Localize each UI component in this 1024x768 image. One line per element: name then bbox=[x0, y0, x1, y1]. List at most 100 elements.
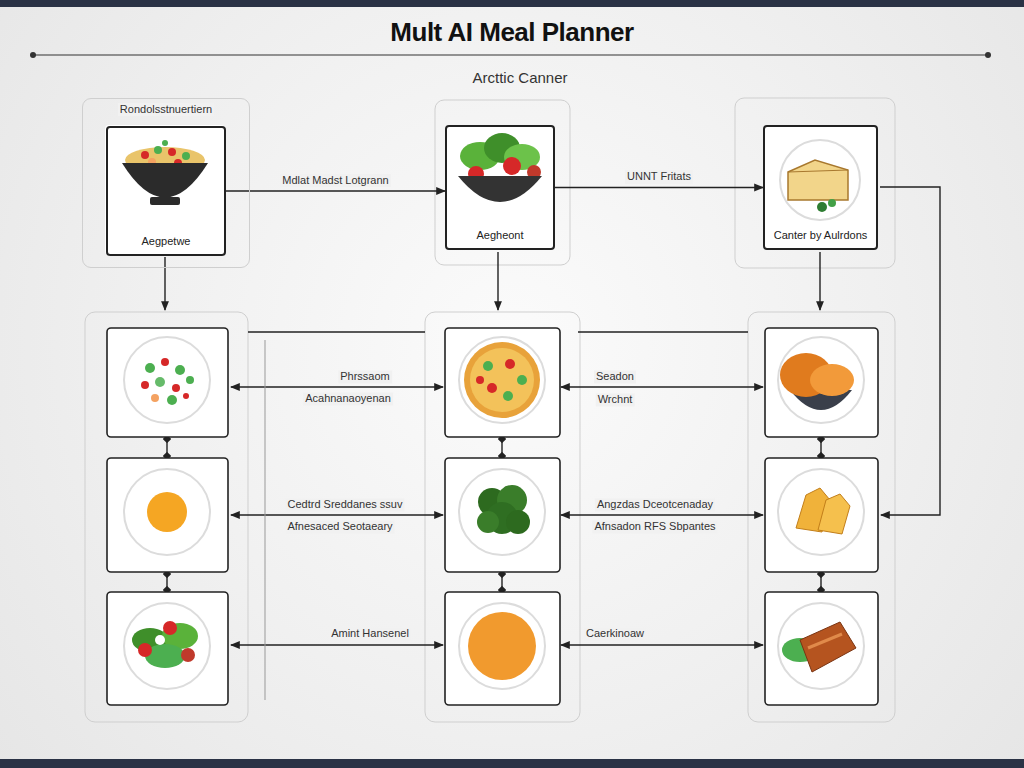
bowl-illustration bbox=[162, 140, 168, 146]
mixed-vegetables bbox=[175, 365, 185, 375]
flow-label: Cedtrd Sreddanes ssuv bbox=[286, 498, 405, 511]
plate bbox=[124, 469, 210, 555]
plate bbox=[780, 140, 860, 220]
cheese-illustration bbox=[788, 160, 848, 200]
flow-connector bbox=[555, 187, 763, 188]
pizza bbox=[505, 359, 515, 369]
flow-line bbox=[497, 252, 498, 310]
food-box bbox=[107, 328, 228, 437]
top-bar bbox=[0, 759, 1024, 768]
flow-line bbox=[166, 574, 167, 590]
flow-line bbox=[819, 252, 820, 310]
plate bbox=[459, 603, 545, 689]
broccoli bbox=[477, 511, 499, 533]
node-text: Aegpetwe bbox=[140, 235, 193, 248]
bowl-illustration bbox=[154, 146, 162, 154]
flow-line bbox=[231, 514, 443, 515]
bowl-illustration bbox=[122, 140, 208, 205]
food-box bbox=[107, 592, 228, 705]
mixed-vegetables bbox=[151, 394, 159, 402]
flow-line bbox=[578, 331, 748, 332]
group-panel bbox=[425, 312, 580, 722]
plate bbox=[124, 337, 210, 423]
food-box bbox=[765, 328, 878, 437]
box-ground bbox=[105, 125, 225, 255]
food-box bbox=[107, 458, 228, 572]
salad-bowl-illustration bbox=[458, 176, 542, 202]
mixed-vegetables bbox=[145, 363, 155, 373]
roast-meat bbox=[800, 622, 856, 672]
soup bbox=[468, 612, 536, 680]
box-ground bbox=[445, 125, 555, 250]
title-text: Mult AI Meal Planner bbox=[390, 17, 633, 47]
subtitle: Arcttic Canner bbox=[470, 69, 569, 87]
food-box bbox=[445, 592, 560, 705]
connector-label: UNNT Fritats bbox=[625, 170, 693, 183]
title-rule bbox=[985, 52, 991, 58]
salad bbox=[155, 635, 165, 645]
broccoli bbox=[477, 485, 530, 534]
bowl-illustration bbox=[182, 152, 190, 160]
connector-label: Mdlat Madst Lotgrann bbox=[280, 174, 390, 187]
flow-label: Wrchnt bbox=[596, 393, 635, 406]
soup bbox=[468, 612, 536, 680]
flow-label: Afnsadon RFS Sbpantes bbox=[592, 520, 717, 533]
bread-bowl bbox=[780, 353, 854, 410]
box-ground bbox=[763, 125, 878, 250]
pizza bbox=[487, 383, 497, 393]
meal-box: Aegpetwe bbox=[106, 126, 226, 256]
pizza bbox=[464, 342, 540, 418]
food-box bbox=[445, 458, 560, 572]
bowl-illustration bbox=[150, 197, 180, 205]
group-panel bbox=[735, 98, 895, 268]
flow-line bbox=[501, 574, 502, 590]
node-text: Rondolsstnuertiern bbox=[118, 103, 214, 116]
salad bbox=[163, 621, 177, 635]
flow-line bbox=[231, 644, 443, 645]
salad bbox=[132, 621, 198, 668]
flow-line bbox=[561, 514, 763, 515]
flow-line bbox=[820, 574, 821, 590]
salad-bowl-illustration bbox=[458, 133, 542, 202]
box-ground bbox=[105, 125, 878, 255]
group-panel bbox=[748, 312, 895, 722]
flow-line bbox=[248, 331, 425, 332]
plate bbox=[778, 337, 864, 423]
bowl-illustration bbox=[141, 151, 149, 159]
group-panel bbox=[85, 98, 895, 722]
salad-bowl-illustration bbox=[503, 157, 521, 175]
flow-connector bbox=[226, 190, 445, 191]
mixed-vegetables bbox=[141, 381, 149, 389]
plate bbox=[459, 469, 545, 555]
toast bbox=[818, 494, 850, 534]
plate bbox=[124, 603, 210, 689]
flow-line bbox=[820, 439, 821, 456]
pizza bbox=[503, 391, 513, 401]
cheese-illustration bbox=[828, 199, 836, 207]
mixed-vegetables bbox=[161, 358, 169, 366]
egg-yolk bbox=[147, 492, 187, 532]
pizza bbox=[464, 342, 540, 418]
flow-label: Phrssaom bbox=[338, 370, 392, 383]
salad bbox=[138, 643, 152, 657]
broccoli bbox=[506, 510, 530, 534]
mixed-vegetables bbox=[186, 376, 194, 384]
flow-line bbox=[561, 644, 763, 645]
food-box bbox=[765, 592, 878, 705]
meal-box: Canter by Aulrdons bbox=[763, 125, 878, 250]
flow-label: Amint Hansenel bbox=[329, 627, 411, 640]
node-text: Canter by Aulrdons bbox=[772, 229, 870, 242]
flow-label: Afnesaced Seotaeary bbox=[285, 520, 394, 533]
flow-line bbox=[880, 187, 940, 515]
pizza bbox=[517, 375, 527, 385]
pizza bbox=[483, 361, 493, 371]
roast-meat bbox=[782, 622, 856, 672]
mixed-vegetables bbox=[183, 393, 189, 399]
salad bbox=[181, 648, 195, 662]
title-rule bbox=[30, 52, 991, 58]
title-rule bbox=[33, 54, 988, 55]
flow-line bbox=[561, 386, 763, 387]
mixed-vegetables bbox=[172, 384, 180, 392]
